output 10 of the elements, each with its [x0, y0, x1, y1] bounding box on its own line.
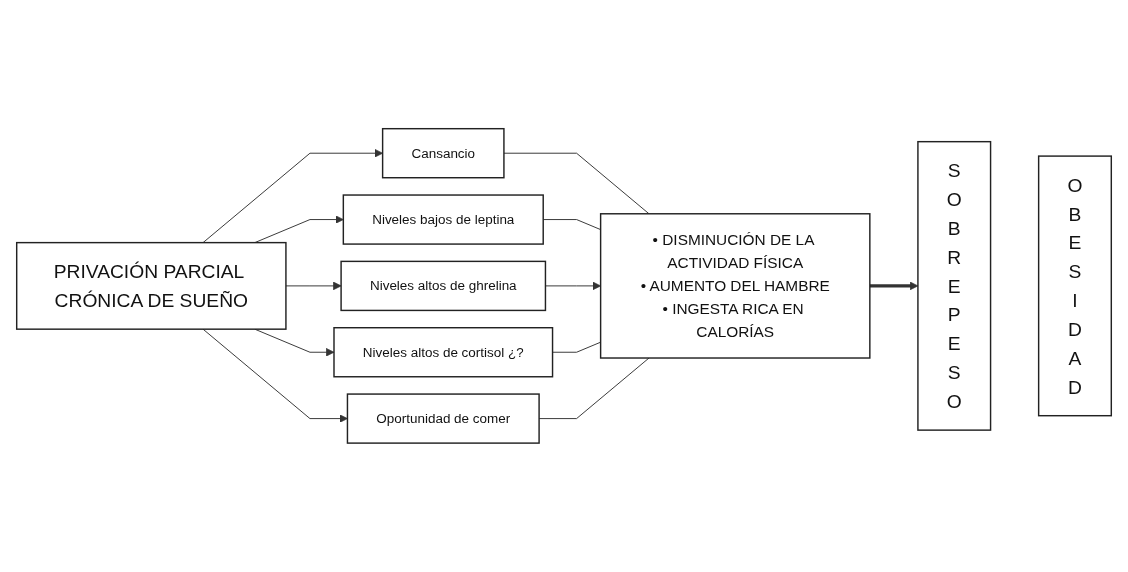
node-box: Niveles altos de ghrelina [340, 260, 547, 312]
node-box: Niveles bajos de leptina [342, 194, 544, 245]
connector [503, 152, 650, 215]
node-box: • DISMINUCIÓN DE LA ACTIVIDAD FÍSICA • AUMENTO DEL HAMBRE • INGESTA RICA EN CALORÍAS [599, 213, 871, 359]
node-box: PRIVACIÓN PARCIAL CRÓNICA DE SUEÑO [15, 242, 287, 330]
node-box: SOBREPESO [917, 141, 992, 431]
node-box: Cansancio [381, 128, 505, 179]
node-box: Niveles altos de cortisol ¿? [333, 327, 554, 378]
node-box: OBESIDAD [1037, 155, 1112, 417]
node-box: Oportunidad de comer [346, 393, 540, 444]
